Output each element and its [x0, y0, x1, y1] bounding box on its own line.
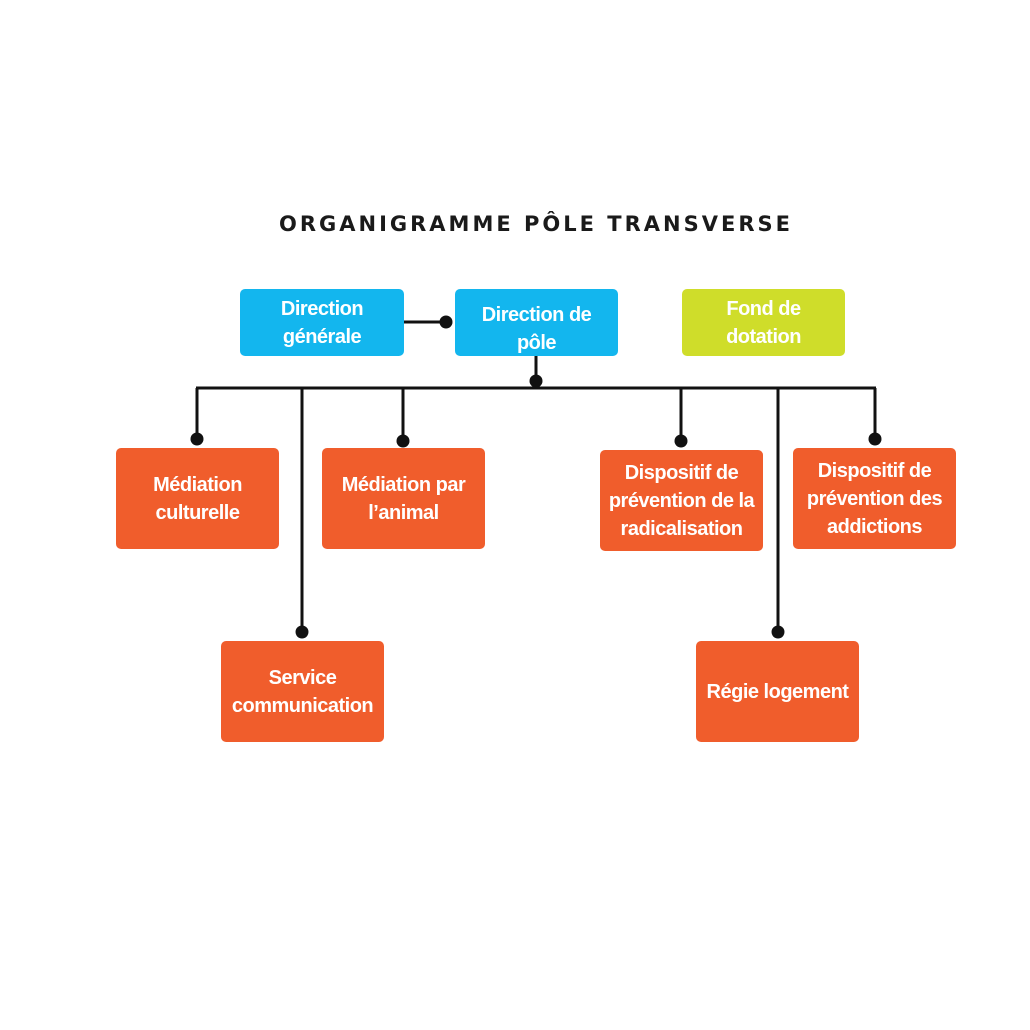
node-service-communication: Service communication [221, 641, 384, 742]
connector-dot-generale-pole [439, 315, 453, 329]
connector-dot-prevention-radicalisation [674, 434, 688, 448]
connector-dot-service-communication [295, 625, 309, 639]
connector-dot-regie-logement [771, 625, 785, 639]
node-fond-dotation: Fond de dotation [682, 289, 845, 356]
node-mediation-culturelle: Médiation culturelle [116, 448, 279, 549]
node-regie-logement: Régie logement [696, 641, 859, 742]
node-mediation-animal: Médiation par l’animal [322, 448, 485, 549]
connector-dot-mediation-culturelle [190, 432, 204, 446]
diagram-title: ORGANIGRAMME PÔLE TRANSVERSE [279, 212, 793, 236]
node-direction-pole: Direction de pôle [455, 289, 618, 356]
connector-dot-pole [529, 374, 543, 388]
node-prevention-addictions: Dispositif de prévention des addictions [793, 448, 956, 549]
connector-dot-mediation-animal [396, 434, 410, 448]
node-direction-generale: Direction générale [240, 289, 404, 356]
node-prevention-radicalisation: Dispositif de prévention de la radicalis… [600, 450, 763, 551]
connector-dot-prevention-addictions [868, 432, 882, 446]
